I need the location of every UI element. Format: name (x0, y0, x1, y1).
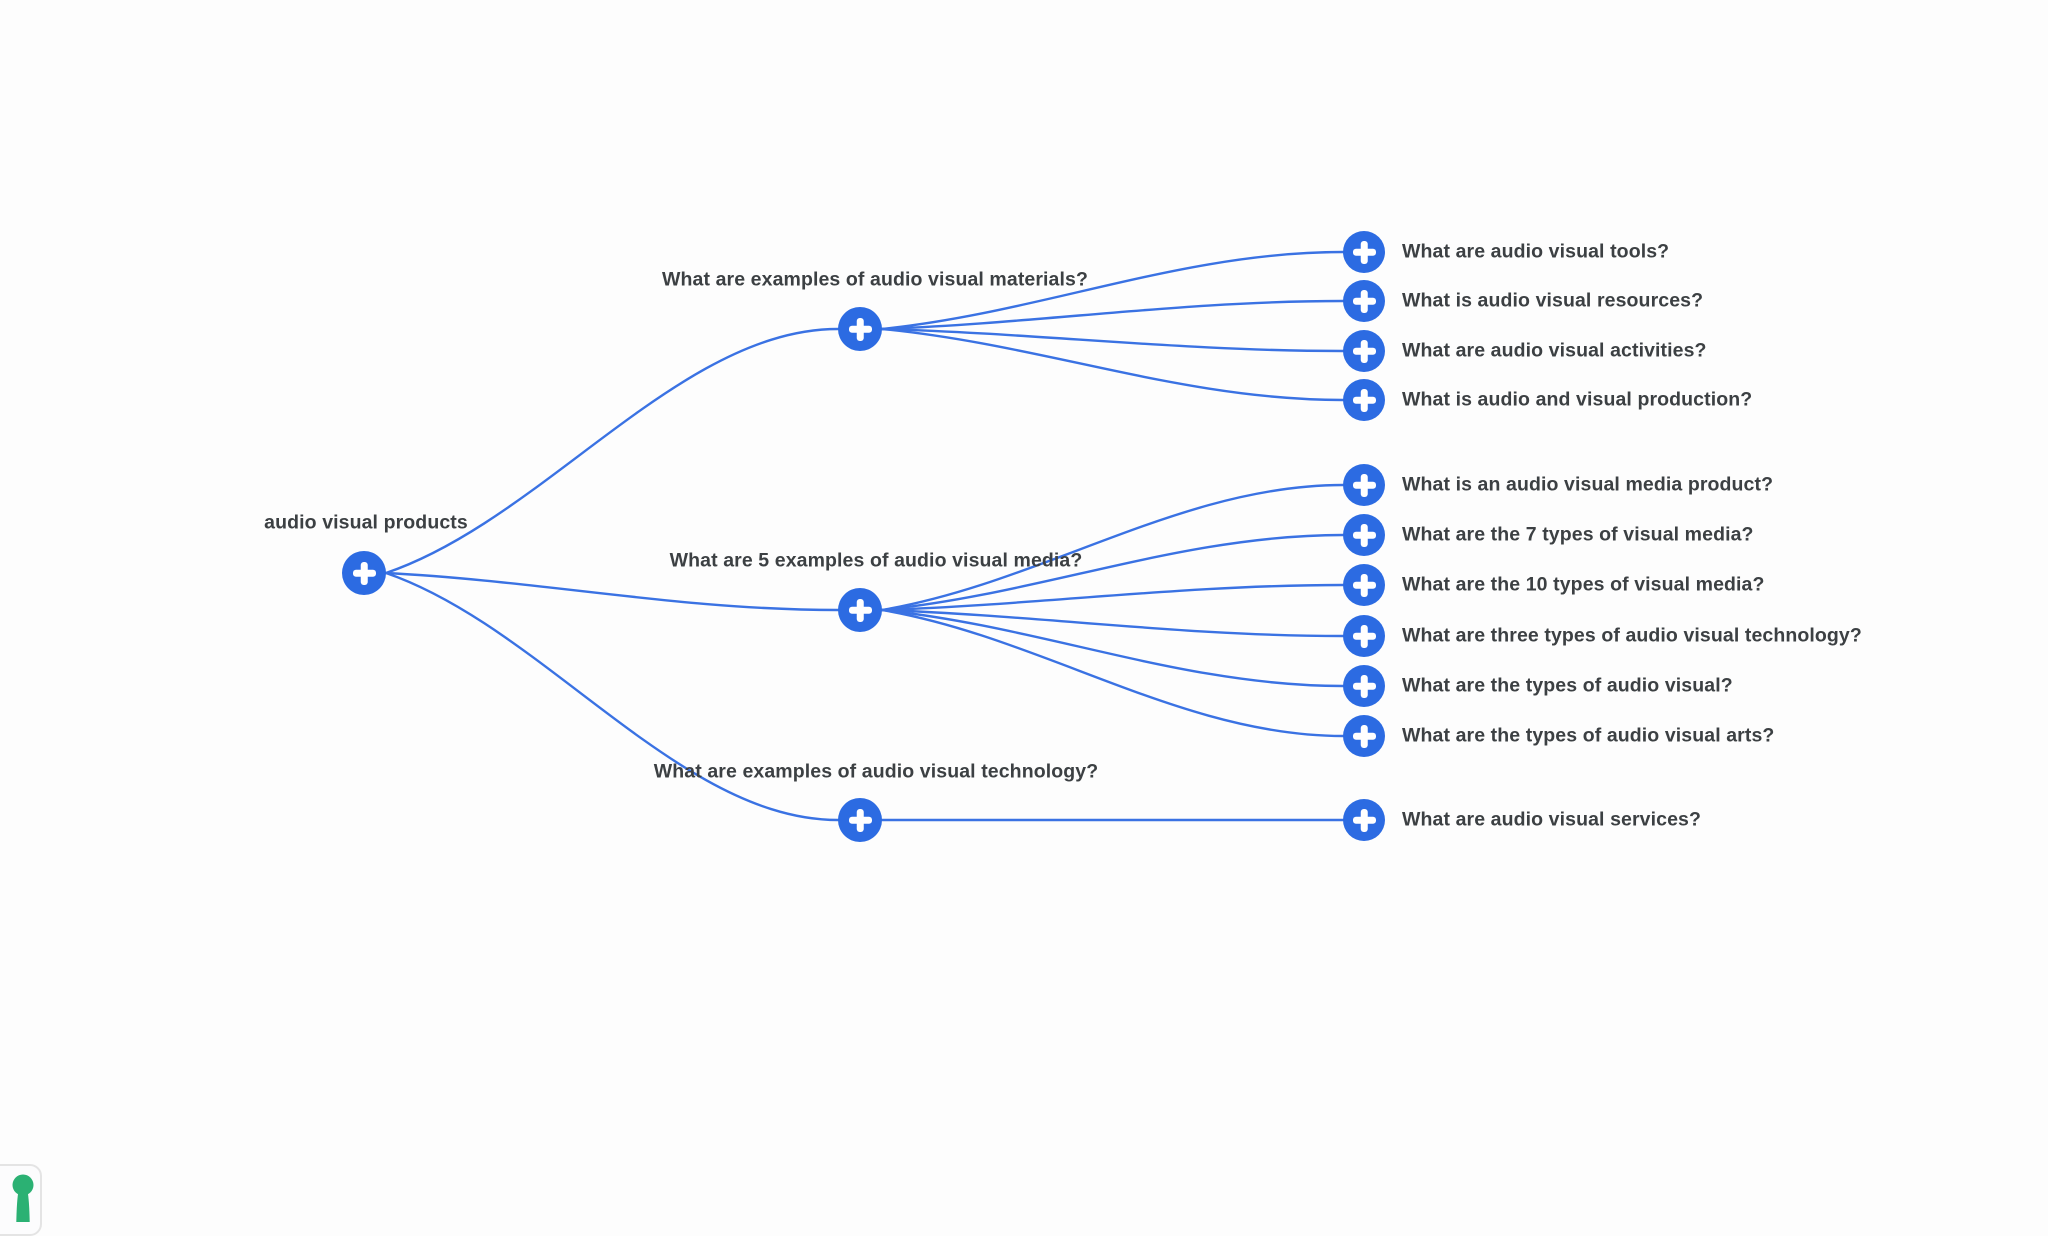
plus-icon (1353, 389, 1376, 412)
brand-widget[interactable] (0, 1164, 42, 1236)
edge (880, 483, 1345, 612)
child-node-label[interactable]: What are the 10 types of visual media? (1402, 573, 1765, 596)
child-node-label[interactable]: What is an audio visual media product? (1402, 473, 1774, 496)
plus-icon (1353, 675, 1376, 698)
child-expand-button[interactable] (1343, 715, 1385, 757)
plus-icon (849, 318, 872, 341)
plus-icon (849, 809, 872, 832)
plus-icon (1353, 574, 1376, 597)
plus-icon (1353, 241, 1376, 264)
branch-expand-button[interactable] (838, 307, 882, 351)
edge (384, 571, 840, 612)
root-node-label[interactable]: audio visual products (264, 511, 468, 534)
plus-icon (353, 562, 376, 585)
branch-expand-button[interactable] (838, 798, 882, 842)
child-node-label[interactable]: What are the types of audio visual? (1402, 674, 1733, 697)
plus-icon (1353, 524, 1376, 547)
plus-icon (1353, 809, 1376, 832)
child-expand-button[interactable] (1343, 379, 1385, 421)
child-expand-button[interactable] (1343, 564, 1385, 606)
edge (880, 583, 1345, 612)
child-node-label[interactable]: What are audio visual tools? (1402, 240, 1670, 263)
root-expand-button[interactable] (342, 551, 386, 595)
edge (880, 608, 1345, 638)
keyhole-person-icon (12, 1174, 34, 1222)
child-expand-button[interactable] (1343, 280, 1385, 322)
plus-icon (1353, 340, 1376, 363)
child-node-label[interactable]: What is audio and visual production? (1402, 388, 1753, 411)
edge (880, 327, 1345, 353)
edge (880, 327, 1345, 402)
child-node-label[interactable]: What are three types of audio visual tec… (1402, 624, 1862, 647)
child-expand-button[interactable] (1343, 330, 1385, 372)
branch-node-label[interactable]: What are examples of audio visual materi… (662, 268, 1088, 291)
edge (880, 533, 1345, 612)
child-expand-button[interactable] (1343, 665, 1385, 707)
child-expand-button[interactable] (1343, 615, 1385, 657)
plus-icon (849, 599, 872, 622)
edge (384, 327, 840, 575)
plus-icon (1353, 725, 1376, 748)
child-expand-button[interactable] (1343, 799, 1385, 841)
child-expand-button[interactable] (1343, 231, 1385, 273)
child-expand-button[interactable] (1343, 514, 1385, 556)
plus-icon (1353, 290, 1376, 313)
branch-expand-button[interactable] (838, 588, 882, 632)
edge (880, 608, 1345, 738)
child-node-label[interactable]: What are audio visual services? (1402, 808, 1701, 831)
edge (880, 608, 1345, 688)
child-node-label[interactable]: What are the 7 types of visual media? (1402, 523, 1754, 546)
plus-icon (1353, 625, 1376, 648)
child-node-label[interactable]: What are the types of audio visual arts? (1402, 724, 1775, 747)
child-node-label[interactable]: What are audio visual activities? (1402, 339, 1707, 362)
plus-icon (1353, 474, 1376, 497)
branch-node-label[interactable]: What are examples of audio visual techno… (653, 760, 1099, 783)
child-expand-button[interactable] (1343, 464, 1385, 506)
branch-node-label[interactable]: What are 5 examples of audio visual medi… (669, 549, 1083, 572)
child-node-label[interactable]: What is audio visual resources? (1402, 289, 1704, 312)
edge (880, 299, 1345, 331)
